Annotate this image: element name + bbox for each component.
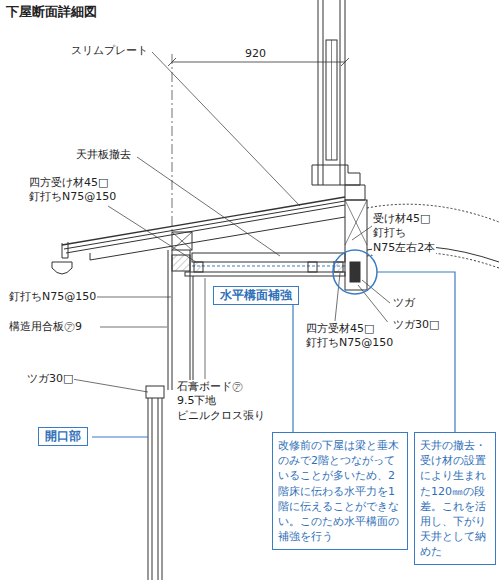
part-label: 受け材45□釘打ち N75左右2本 (372, 212, 436, 255)
part-label: 構造用合板㋐9 (8, 320, 83, 334)
glass-line (331, 40, 332, 160)
connector (292, 305, 293, 432)
wall-line (345, 0, 346, 200)
roof-sheathing (64, 201, 345, 249)
nailer (172, 255, 190, 271)
window-frame (326, 40, 337, 160)
node-text: 改修前の下屋は梁と垂木のみで2階とつながっていることが多いため、2階床に伝わる水… (278, 438, 402, 544)
part-label: 石膏ボード㋐9.5下地 ビニルクロス張り (176, 380, 266, 423)
rafter-end (90, 253, 91, 260)
window-line (162, 398, 163, 580)
wall-line (318, 0, 319, 185)
part-label: ツガ30□ (26, 372, 74, 386)
beam (172, 232, 192, 250)
leader-line (92, 297, 171, 298)
reinforcement-line (192, 266, 345, 267)
part-label: 釘打ちN75@150 (8, 290, 97, 304)
title: 下屋断面詳細図 (6, 3, 97, 21)
leader-line (137, 157, 280, 256)
roof-board (66, 205, 345, 253)
node-text: 天井の撤去・受け材の設置により生まれた120㎜の段差。これを活用し、下がり天井と… (420, 438, 490, 559)
callout-leader (92, 436, 148, 437)
leader-line (72, 379, 148, 392)
part-label: ツガ30□ (392, 318, 440, 332)
node-text: 水平構面補強 (220, 288, 292, 303)
fascia (62, 242, 68, 258)
part-label: 四方受け材45□ 釘打ちN75@150 (28, 176, 117, 205)
leader-line (205, 278, 206, 379)
window-line (158, 398, 159, 580)
part-label: スリムプレート (70, 44, 149, 58)
interior-board (193, 276, 194, 390)
beam-cross (172, 232, 192, 250)
callout-leader (377, 272, 455, 432)
window-line (152, 398, 153, 580)
part-label: ツガ (392, 296, 416, 310)
column-cross (345, 200, 367, 245)
leader-line (358, 285, 390, 325)
center-line (172, 54, 173, 232)
dimension-tick (341, 58, 349, 66)
part-label: 天井板撤去 (75, 148, 132, 162)
note-box: 改修前の下屋は梁と垂木のみで2階とつながっていることが多いため、2階床に伝わる水… (272, 432, 408, 550)
leader-line (108, 206, 196, 262)
callout-tag: 開口部 (38, 427, 88, 446)
structural-plywood (192, 253, 345, 262)
gypsum-board (185, 272, 345, 276)
window-line (148, 398, 149, 580)
wall-line (323, 0, 324, 185)
rafter (90, 217, 345, 260)
receiver (194, 262, 203, 272)
receiver (308, 262, 317, 272)
wall-line (340, 0, 341, 185)
gutter (52, 262, 72, 274)
sill (312, 165, 360, 185)
beam-cross (172, 232, 192, 250)
dimension-line (172, 62, 345, 63)
sill (345, 185, 365, 200)
callout-tag: 水平構面補強 (213, 286, 299, 305)
column (345, 200, 367, 290)
column-cross (345, 200, 367, 245)
detail-circle (333, 250, 377, 294)
tsuga-block (350, 262, 360, 282)
node-text: 開口部 (45, 429, 81, 444)
note-box: 天井の撤去・受け材の設置により生まれた120㎜の段差。これを活用し、下がり天井と… (414, 432, 496, 565)
leader-line (100, 327, 167, 328)
window-head (146, 386, 164, 398)
part-label: 四方受材45□ 釘打ちN75@150 (305, 322, 394, 351)
part-label: 920 (244, 47, 267, 61)
leader-line (352, 226, 372, 240)
plywood (168, 250, 169, 390)
leader-line (335, 273, 340, 321)
